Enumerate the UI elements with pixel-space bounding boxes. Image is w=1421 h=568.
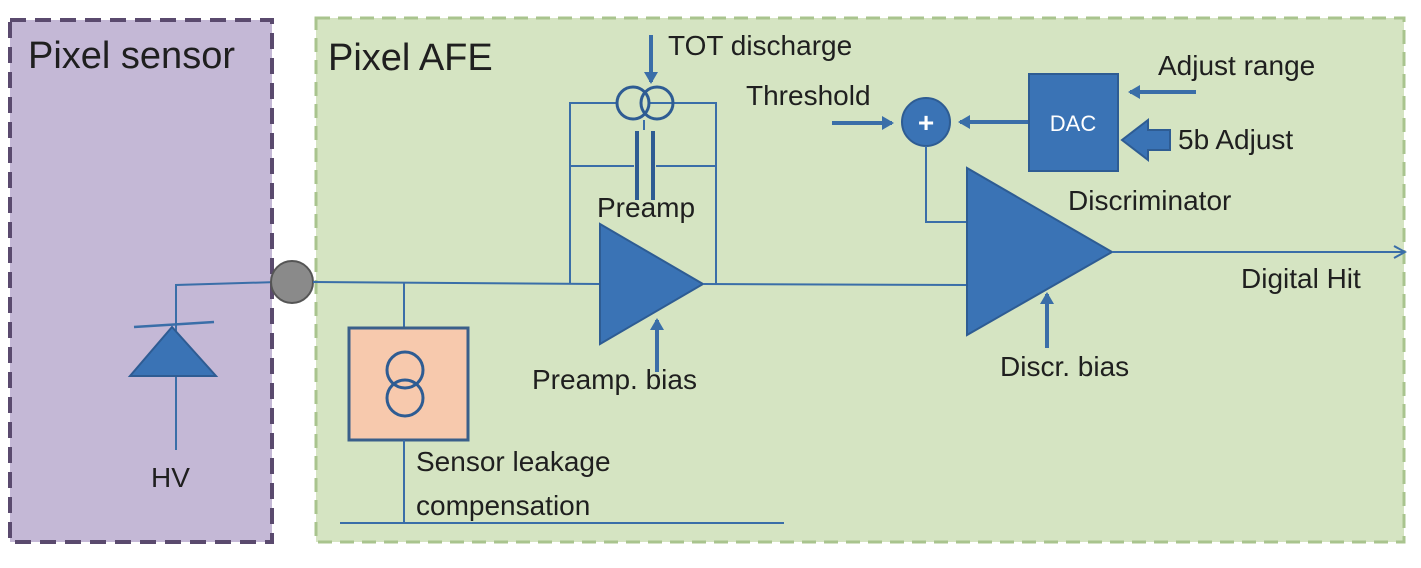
- preamp-label: Preamp: [597, 192, 695, 223]
- input-pad-node: [270, 260, 314, 304]
- dac-block: [1028, 73, 1119, 172]
- tot-discharge-label: TOT discharge: [668, 30, 852, 61]
- leakage-label-line2: compensation: [416, 490, 590, 521]
- threshold-label: Threshold: [746, 80, 871, 111]
- input-signal-line: [312, 281, 601, 285]
- sensor-diode: [127, 281, 279, 450]
- leakage-compensation-box: [347, 326, 470, 442]
- preamp-output-line: [702, 283, 968, 286]
- hv-label: HV: [151, 462, 190, 493]
- adjust-5b-bus-arrow: [1120, 117, 1171, 163]
- tot-current-source-icon: [615, 85, 675, 121]
- sensor-title: Pixel sensor: [28, 35, 235, 77]
- adjust-5b-label: 5b Adjust: [1178, 124, 1293, 155]
- afe-title: Pixel AFE: [328, 37, 493, 79]
- dac-label: DAC: [1050, 111, 1097, 136]
- feedback-capacitor: [634, 130, 656, 202]
- discriminator-amplifier: [966, 166, 1115, 337]
- discriminator-label: Discriminator: [1068, 185, 1231, 216]
- afe-region: [314, 16, 1406, 544]
- discr-bias-label: Discr. bias: [1000, 351, 1129, 382]
- digital-hit-label: Digital Hit: [1241, 263, 1361, 294]
- threshold-to-discriminator: [925, 146, 967, 223]
- sensor-region: [8, 18, 274, 544]
- leakage-label-line1: Sensor leakage: [416, 446, 611, 477]
- adjust-range-label: Adjust range: [1158, 50, 1315, 81]
- preamp-bias-label: Preamp. bias: [532, 364, 697, 395]
- current-source-icon: [385, 350, 425, 418]
- summing-plus: +: [918, 107, 934, 138]
- preamp-amplifier: [599, 222, 705, 346]
